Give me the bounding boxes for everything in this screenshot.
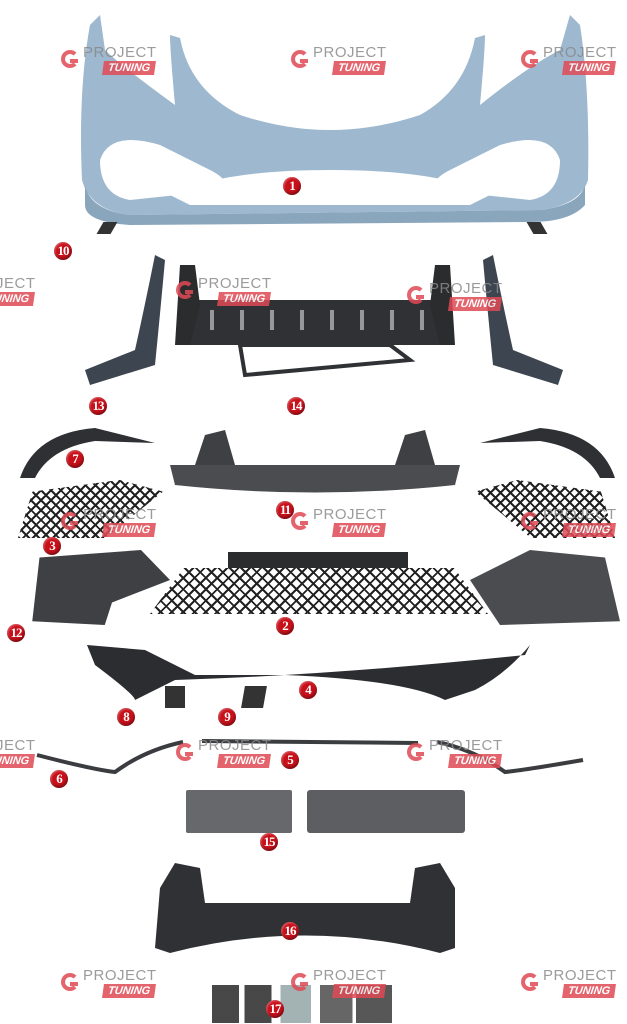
part-marker-11: 11 [276,501,294,519]
logo-g-icon [291,973,309,991]
part-marker-14: 14 [287,397,305,415]
small-cover [241,686,267,708]
logo-g-icon [521,973,539,991]
logo-g-icon [521,50,539,68]
part-marker-16: 16 [281,922,299,940]
logo-g-icon [176,281,194,299]
part-marker-2: 2 [276,617,294,635]
logo-g-icon [61,512,79,530]
upper-side-trim-left [20,428,155,478]
logo-g-icon [61,973,79,991]
side-chrome-trim-right [436,740,584,775]
part-marker-4: 4 [299,681,317,699]
foam-absorber [155,863,455,953]
part-marker-15: 15 [260,833,278,851]
side-air-duct-left [32,550,170,625]
side-air-duct-right [470,550,620,625]
side-bracket-right [483,255,563,385]
front-bumper-shell [81,15,589,225]
center-lower-grille-top [228,552,408,570]
part-marker-10: 10 [54,242,72,260]
side-chrome-trim-left [36,740,184,775]
part-marker-9: 9 [218,708,236,726]
part-marker-17: 17 [266,1000,284,1018]
logo-g-icon [407,286,425,304]
side-bracket-left [85,255,165,385]
part-marker-12: 12 [7,624,25,642]
bumper-reinforcement-frame [175,265,455,378]
part-marker-6: 6 [50,770,68,788]
logo-g-icon [291,512,309,530]
part-marker-1: 1 [283,177,301,195]
part-marker-7: 7 [66,450,84,468]
small-bracket [165,686,185,708]
logo-g-icon [176,743,194,761]
lower-support-panel [170,430,460,493]
logo-g-icon [61,50,79,68]
center-chrome-trim [201,739,419,745]
part-marker-3: 3 [43,537,61,555]
part-marker-8: 8 [117,708,135,726]
logo-g-icon [291,50,309,68]
logo-g-icon [407,743,425,761]
center-lower-grille [150,568,488,614]
license-plate-holder-front [186,790,292,833]
logo-g-icon [521,512,539,530]
part-marker-5: 5 [281,751,299,769]
upper-side-trim-right [480,428,615,478]
lower-diffuser-lip [87,645,530,700]
license-plate-holder-back [307,790,465,833]
part-marker-13: 13 [89,397,107,415]
